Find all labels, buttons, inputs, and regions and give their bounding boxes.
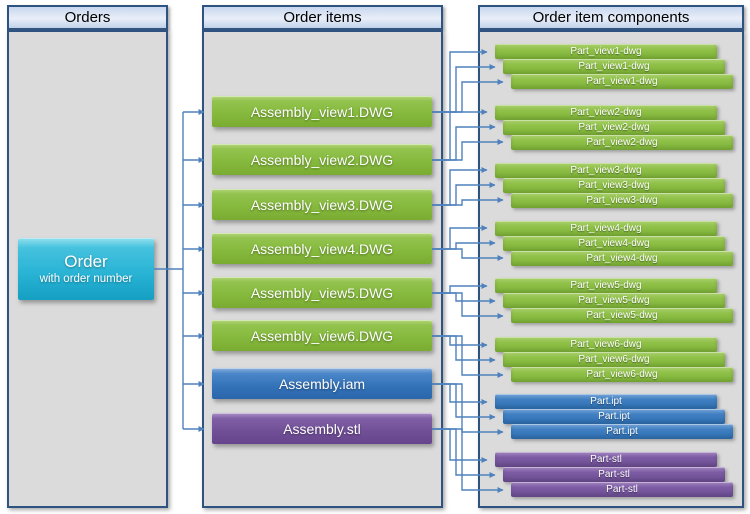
order-item-assembly-iam: Assembly.iam <box>212 368 432 399</box>
part-view4-dwg-1: Part_view4-dwg <box>495 221 717 236</box>
part-view5-dwg-2: Part_view5-dwg <box>503 293 725 308</box>
part-view5-dwg-1: Part_view5-dwg <box>495 278 717 293</box>
components-column-header: Order item components <box>478 5 744 30</box>
order-node-subtitle: with order number <box>39 273 133 285</box>
part-stl-3: Part-stl <box>511 482 733 497</box>
part-stl-1: Part-stl <box>495 452 717 467</box>
part-view6-dwg-1: Part_view6-dwg <box>495 337 717 352</box>
order-items-column-header: Order items <box>202 5 443 30</box>
part-view6-dwg-3: Part_view6-dwg <box>511 367 733 382</box>
part-ipt-1: Part.ipt <box>495 394 717 409</box>
part-view1-dwg-1: Part_view1-dwg <box>495 44 717 59</box>
order-node-title: Order <box>64 252 108 271</box>
order-item-assembly-view1: Assembly_view1.DWG <box>212 96 432 127</box>
order-item-assembly-view2: Assembly_view2.DWG <box>212 144 432 175</box>
part-ipt-3: Part.ipt <box>511 424 733 439</box>
part-view3-dwg-2: Part_view3-dwg <box>503 178 725 193</box>
order-item-assembly-view3: Assembly_view3.DWG <box>212 189 432 220</box>
orders-column-header: Orders <box>7 5 168 30</box>
part-view1-dwg-2: Part_view1-dwg <box>503 59 725 74</box>
part-view4-dwg-2: Part_view4-dwg <box>503 236 725 251</box>
order-node: Order with order number <box>18 238 154 300</box>
part-view2-dwg-1: Part_view2-dwg <box>495 105 717 120</box>
part-view3-dwg-1: Part_view3-dwg <box>495 163 717 178</box>
order-item-assembly-view5: Assembly_view5.DWG <box>212 277 432 308</box>
order-item-assembly-stl: Assembly.stl <box>212 413 432 444</box>
part-view1-dwg-3: Part_view1-dwg <box>511 74 733 89</box>
part-stl-2: Part-stl <box>503 467 725 482</box>
part-view4-dwg-3: Part_view4-dwg <box>511 251 733 266</box>
part-view2-dwg-2: Part_view2-dwg <box>503 120 725 135</box>
part-view2-dwg-3: Part_view2-dwg <box>511 135 733 150</box>
part-view3-dwg-3: Part_view3-dwg <box>511 193 733 208</box>
part-view5-dwg-3: Part_view5-dwg <box>511 308 733 323</box>
part-ipt-2: Part.ipt <box>503 409 725 424</box>
part-view6-dwg-2: Part_view6-dwg <box>503 352 725 367</box>
order-item-assembly-view4: Assembly_view4.DWG <box>212 233 432 264</box>
order-item-assembly-view6: Assembly_view6.DWG <box>212 320 432 351</box>
